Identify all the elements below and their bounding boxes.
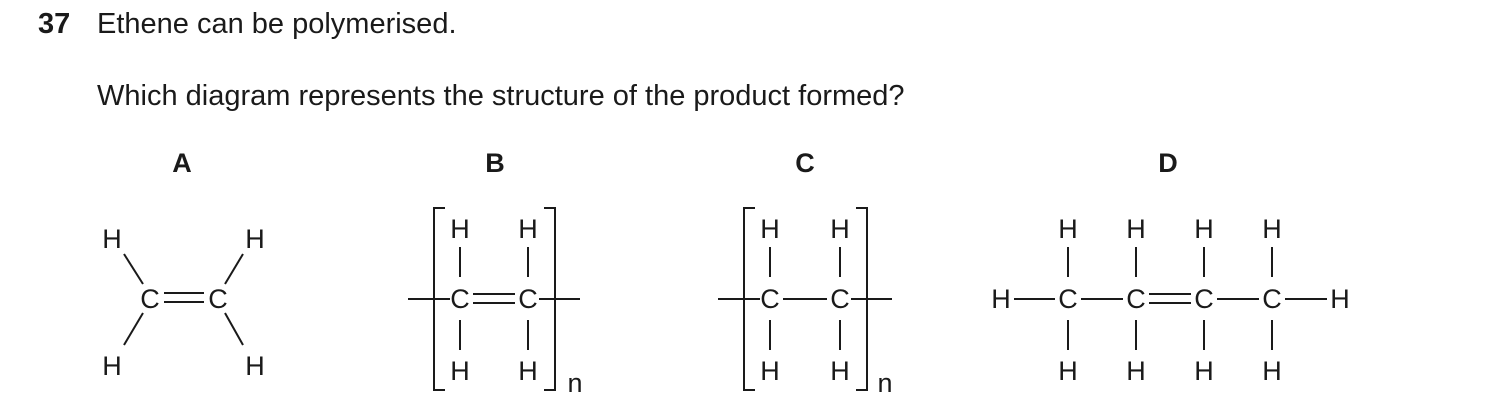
atom-h: H [1058,356,1078,386]
atom-h: H [518,214,538,244]
bond-single [224,312,244,346]
repeat-subscript: n [567,368,582,398]
atom-h: H [1058,214,1078,244]
diagram-c[interactable]: H H C C H H n [718,207,893,398]
atom-h: H [450,214,470,244]
repeat-subscript: n [877,368,892,398]
atom-h: H [830,356,850,386]
diagram-d[interactable]: H H H H H C C C C H H H H H [991,214,1350,386]
bond-single [224,253,244,285]
option-label-b[interactable]: B [485,148,505,178]
diagram-b[interactable]: H H C C H H n [408,207,583,398]
option-label-c[interactable]: C [795,148,815,178]
bond-single [123,312,144,346]
question-prompt: Which diagram represents the structure o… [97,80,905,112]
question-stem: Ethene can be polymerised. [97,8,457,40]
atom-h: H [1126,356,1146,386]
atom-c: C [208,284,228,314]
question-number: 37 [38,8,71,40]
atom-c: C [450,284,470,314]
bond-single [123,253,144,285]
atom-c: C [140,284,160,314]
atom-h: H [1262,214,1282,244]
atom-c: C [518,284,538,314]
atom-h: H [1194,356,1214,386]
atom-c: C [1194,284,1214,314]
atom-c: C [760,284,780,314]
atom-h: H [1126,214,1146,244]
atom-h: H [760,356,780,386]
atom-h: H [1194,214,1214,244]
atom-h: H [830,214,850,244]
atom-h: H [102,224,122,254]
atom-h: H [1330,284,1350,314]
atom-h: H [450,356,470,386]
atom-c: C [1058,284,1078,314]
diagram-a[interactable]: H H C C H H [102,224,265,381]
atom-h: H [991,284,1011,314]
atom-c: C [1262,284,1282,314]
atom-h: H [1262,356,1282,386]
atom-c: C [830,284,850,314]
atom-h: H [245,224,265,254]
atom-h: H [245,351,265,381]
atom-h: H [518,356,538,386]
option-label-a[interactable]: A [172,148,192,178]
atom-c: C [1126,284,1146,314]
atom-h: H [760,214,780,244]
option-label-d[interactable]: D [1158,148,1178,178]
atom-h: H [102,351,122,381]
